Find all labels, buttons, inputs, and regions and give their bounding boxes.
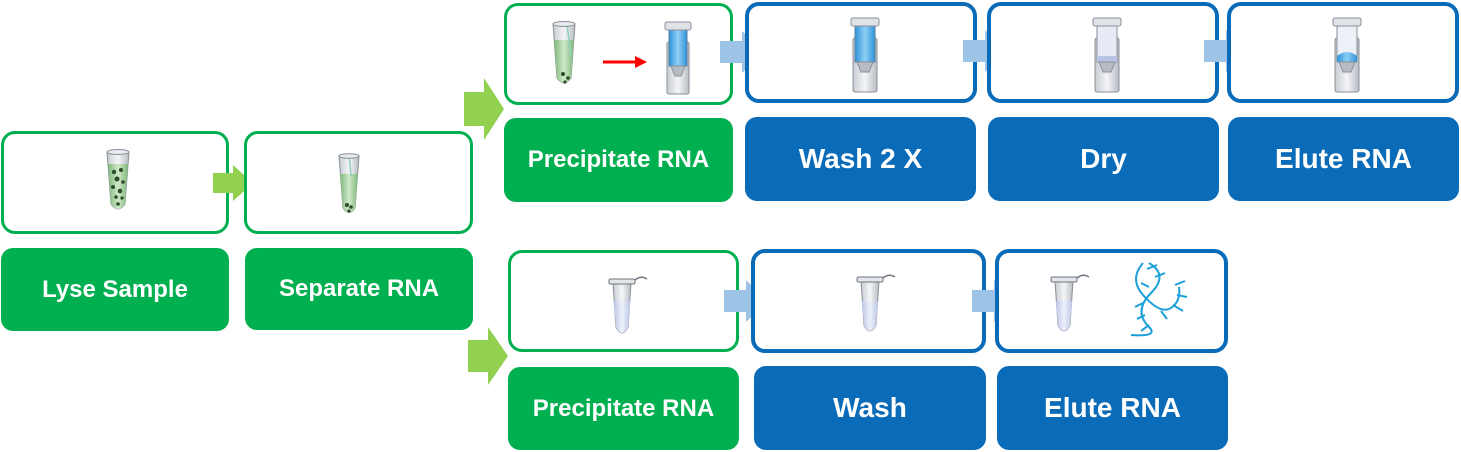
microcentrifuge-tube-icon	[856, 274, 896, 332]
column-elute-label: Elute RNA	[1228, 117, 1459, 201]
lysis-tube-icon	[106, 149, 130, 210]
spin-column-elute-icon	[1332, 17, 1362, 93]
separate-rna-label: Separate RNA	[245, 248, 473, 330]
column-dry-panel	[987, 2, 1219, 103]
lyse-sample-label: Lyse Sample	[1, 248, 229, 331]
tube-wash-label: Wash	[754, 366, 986, 450]
tube-precipitate-panel	[508, 250, 739, 352]
column-dry-label: Dry	[988, 117, 1219, 201]
phase-separation-tube-icon	[338, 153, 360, 213]
column-elute-panel	[1227, 2, 1459, 103]
spin-column-dry-icon	[1092, 17, 1122, 93]
tube-wash-panel	[751, 249, 986, 353]
flow-arrow-icon	[213, 165, 253, 201]
column-precipitate-label: Precipitate RNA	[504, 118, 733, 202]
rna-strand-icon	[1050, 262, 1188, 337]
transfer-to-spin-column-icon	[552, 21, 692, 95]
separate-rna-panel	[244, 131, 473, 234]
tube-precipitate-label: Precipitate RNA	[508, 367, 739, 450]
column-wash-label: Wash 2 X	[745, 117, 976, 201]
column-precipitate-panel	[504, 3, 733, 105]
spin-column-wash-icon	[850, 17, 880, 93]
lyse-sample-panel	[1, 131, 229, 234]
branch-arrow-down-icon	[468, 327, 508, 385]
column-wash-panel	[745, 2, 977, 103]
tube-elute-panel	[995, 249, 1228, 353]
branch-arrow-up-icon	[464, 78, 504, 140]
tube-elute-label: Elute RNA	[997, 366, 1228, 450]
microcentrifuge-tube-icon	[608, 276, 648, 334]
